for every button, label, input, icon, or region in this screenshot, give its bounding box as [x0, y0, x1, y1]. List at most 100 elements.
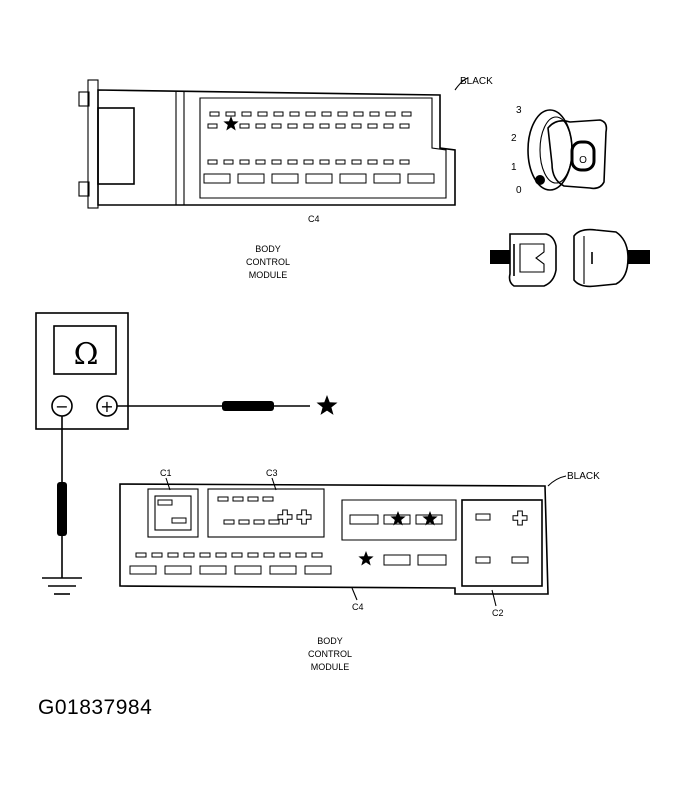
plus-terminal-icon [512, 510, 528, 526]
plus-terminals [277, 509, 528, 526]
ignition-key-letter: O [579, 155, 587, 166]
top-module-tab-upper [78, 91, 90, 107]
bottom-c4-leader [351, 587, 358, 601]
ohmmeter-body [35, 312, 129, 430]
ignition-key-head [547, 119, 608, 190]
pin-slot [239, 159, 250, 165]
pin-slot-large [339, 173, 367, 184]
bottom-black-label: BLACK [567, 471, 600, 482]
ignition-key-hole [570, 140, 596, 172]
ohm-symbol: Ω [74, 337, 99, 372]
c4-pin [231, 552, 243, 558]
c2-connector [461, 499, 543, 587]
pin-slot-large [407, 173, 435, 184]
c2-pin [511, 556, 529, 564]
pin-slot [287, 123, 298, 129]
pin-slot [383, 123, 394, 129]
bottom-module: C1 C3 C2 C4 BLACK BODY CONTROL MODULE [119, 468, 600, 672]
pin-slot [401, 111, 412, 117]
c3-pin [262, 496, 274, 502]
positive-icon: + [100, 397, 113, 416]
pin-slot [351, 159, 362, 165]
c4-pin-large [234, 565, 262, 575]
harness-male-latch [519, 243, 545, 273]
pin-slot [385, 111, 396, 117]
ignition-position-2: 2 [511, 133, 517, 144]
top-module-name-line-2: CONTROL [246, 257, 290, 267]
bottom-black-leader [547, 475, 567, 487]
c4-pin-large [349, 514, 379, 525]
top-c4-connector-face [199, 97, 447, 199]
ohmmeter-display [53, 325, 117, 375]
harness-female-half [573, 228, 629, 288]
harness-connector [490, 228, 650, 288]
ignition-position-3: 3 [516, 105, 522, 116]
c4-upper-block [341, 499, 457, 541]
harness-wire-left [490, 250, 510, 264]
c4-pin-large [129, 565, 157, 575]
figure-id: G01837984 [38, 696, 153, 719]
star-icon [390, 511, 406, 526]
pin-slot [337, 111, 348, 117]
plus-terminal-icon [277, 509, 293, 525]
c3-connector [207, 488, 325, 538]
ignition-position-dot [535, 175, 545, 185]
pin-slot [255, 159, 266, 165]
star-icon [223, 116, 239, 131]
pin-slot-large [373, 173, 401, 184]
c4-pin [295, 552, 307, 558]
c3-pin [232, 496, 244, 502]
pin-slot [241, 111, 252, 117]
c2-label: C2 [492, 608, 504, 618]
bottom-connector-pins [129, 496, 529, 575]
c1-connector-face [154, 495, 192, 531]
c1-pin [171, 517, 187, 524]
pin-slot [303, 123, 314, 129]
plus-terminal-icon [296, 509, 312, 525]
c3-label: C3 [266, 468, 278, 478]
bottom-module-name-line-2: CONTROL [308, 649, 352, 659]
c4-pin [183, 552, 195, 558]
pin-slot [367, 123, 378, 129]
pin-slot [353, 111, 364, 117]
c3-pin [238, 519, 250, 525]
top-module-name-line-3: MODULE [249, 270, 288, 280]
pin-slot [367, 159, 378, 165]
positive-probe-handle [222, 401, 274, 411]
pin-slot-large [305, 173, 333, 184]
c4-pin-large [199, 565, 227, 575]
c4-pin [215, 552, 227, 558]
pin-slot [271, 159, 282, 165]
pin-slot-large [271, 173, 299, 184]
c4-pin-large [417, 554, 447, 566]
top-c4-label: C4 [308, 214, 320, 224]
pin-slot [335, 159, 346, 165]
c4-pin [279, 552, 291, 558]
c3-pin [223, 519, 235, 525]
pin-slot [255, 123, 266, 129]
pin-slot [239, 123, 250, 129]
c4-pin-large [269, 565, 297, 575]
c4-pin [311, 552, 323, 558]
ohmmeter: Ω − + [35, 312, 338, 595]
c1-leader [165, 477, 171, 491]
c4-pin [167, 552, 179, 558]
star-icon [316, 395, 338, 415]
harness-male-half [508, 233, 557, 287]
c4-pin-large [383, 554, 411, 566]
c4-pin [263, 552, 275, 558]
ignition-position-1: 1 [511, 162, 517, 173]
pin-slot [319, 159, 330, 165]
top-module-latch [97, 107, 135, 185]
pin-slot-large [203, 173, 231, 184]
c4-pin [151, 552, 163, 558]
star-icon [358, 551, 374, 566]
pin-slot [383, 159, 394, 165]
pin-slot-large [237, 173, 265, 184]
star-icon [422, 511, 438, 526]
pin-slot [321, 111, 332, 117]
pin-slot [271, 123, 282, 129]
c3-pin [247, 496, 259, 502]
pin-slot [399, 123, 410, 129]
